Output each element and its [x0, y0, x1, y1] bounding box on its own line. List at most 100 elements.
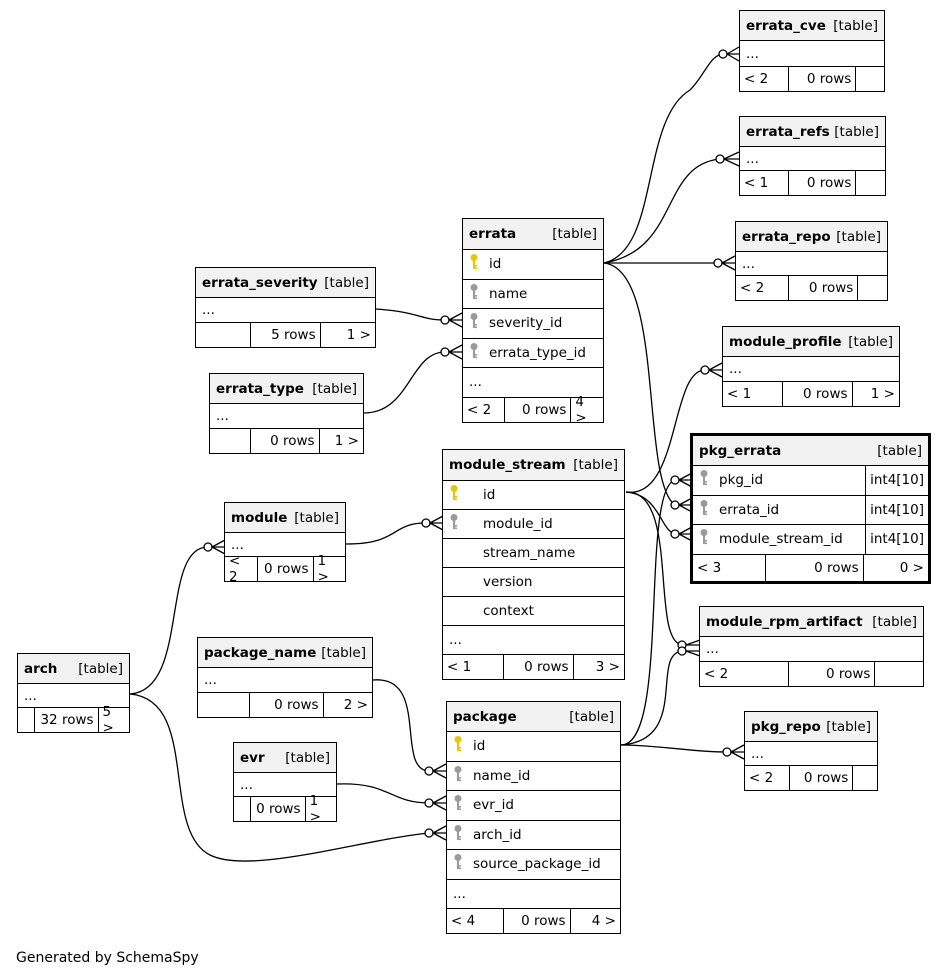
children-count[interactable]: 0 > [899, 559, 924, 576]
parents-count[interactable] [234, 797, 251, 821]
children-count[interactable]: 1 > [346, 327, 371, 343]
table-tag: [table] [78, 660, 123, 677]
parents-count[interactable]: < 2 [225, 553, 258, 585]
foreign-key-icon [470, 283, 478, 299]
foreign-key-icon [470, 313, 478, 329]
primary-key-icon [454, 736, 462, 752]
parents-count[interactable]: < 1 [723, 382, 784, 406]
more-columns-row: ... [740, 41, 884, 67]
column-row: id [443, 481, 624, 510]
column-name: version [483, 574, 533, 590]
more-columns-row: ... [740, 147, 885, 171]
children-count[interactable]: 1 > [870, 386, 895, 402]
children-count[interactable] [858, 276, 887, 300]
column-name: stream_name [483, 545, 576, 561]
parents-count[interactable] [196, 323, 252, 347]
children-count[interactable] [856, 171, 885, 195]
column-name: ... [742, 255, 755, 272]
table-name: arch [24, 660, 58, 677]
column-type: int4[10] [865, 495, 928, 524]
more-columns-row: ... [225, 533, 345, 557]
column-type: int4[10] [865, 525, 928, 554]
children-count[interactable]: 1 > [317, 553, 329, 585]
more-columns-row: ... [234, 773, 336, 797]
column-row: arch_id [447, 821, 620, 850]
children-count[interactable]: 1 > [334, 433, 359, 449]
row-count: 0 rows [789, 276, 859, 300]
table-name: module_profile [729, 333, 842, 350]
children-count[interactable]: 1 > [309, 793, 321, 825]
table-tag: [table] [872, 613, 917, 630]
row-count: 0 rows [766, 554, 864, 581]
table-header: package[table] [447, 702, 620, 732]
children-count[interactable]: 5 > [102, 704, 114, 736]
column-name: ... [216, 408, 229, 424]
edge-package-rpm-artifact [620, 650, 683, 746]
foreign-key-icon [454, 765, 462, 781]
table-header: pkg_repo[table] [745, 712, 877, 742]
row-count: 5 rows [251, 323, 321, 347]
table-tag: [table] [552, 226, 597, 242]
footer-note: Generated by SchemaSpy [16, 950, 199, 966]
children-count[interactable] [853, 766, 877, 790]
table-name: evr [240, 749, 265, 766]
column-name: name_id [473, 767, 531, 784]
parents-count[interactable] [18, 708, 35, 732]
parents-count[interactable]: < 2 [736, 276, 790, 300]
parents-count[interactable]: < 2 [700, 662, 790, 686]
parents-count[interactable]: < 1 [443, 655, 505, 679]
column-name: ... [231, 536, 244, 553]
parents-count[interactable]: < 2 [740, 67, 790, 91]
column-row: severity_id [463, 309, 603, 339]
table-header: errata[table] [463, 219, 603, 250]
children-count[interactable] [856, 67, 884, 91]
parents-count[interactable]: < 4 [447, 909, 505, 933]
edge-stream-rpm-artifact [625, 491, 683, 646]
parents-count[interactable] [198, 693, 251, 717]
row-count: 32 rows [35, 708, 99, 732]
table-name: errata_cve [746, 17, 826, 34]
parents-count[interactable]: < 3 [693, 554, 767, 581]
parents-count[interactable]: < 2 [463, 397, 506, 422]
children-count[interactable]: 3 > [595, 659, 620, 675]
table-tag: [table] [877, 442, 922, 459]
column-name: context [483, 603, 534, 619]
children-count[interactable]: 4 > [575, 393, 587, 426]
column-name: module_id [483, 516, 553, 532]
column-name: ... [204, 672, 217, 688]
more-columns-row: ... [745, 742, 877, 766]
parents-count[interactable] [210, 429, 251, 453]
column-row: context [443, 597, 624, 626]
children-count[interactable]: 2 > [343, 697, 368, 713]
children-count[interactable] [875, 662, 923, 686]
parents-count[interactable]: < 1 [740, 171, 790, 195]
foreign-key-icon [454, 795, 462, 811]
row-count: 0 rows [790, 766, 854, 790]
parents-count[interactable]: < 2 [745, 766, 791, 790]
column-row: id [463, 250, 603, 280]
children-count[interactable]: 4 > [591, 913, 616, 929]
edge-package-pkg-repo [620, 744, 728, 753]
table-header: errata_repo[table] [736, 222, 887, 252]
column-row: stream_name [443, 539, 624, 568]
table-tag: [table] [294, 509, 339, 526]
